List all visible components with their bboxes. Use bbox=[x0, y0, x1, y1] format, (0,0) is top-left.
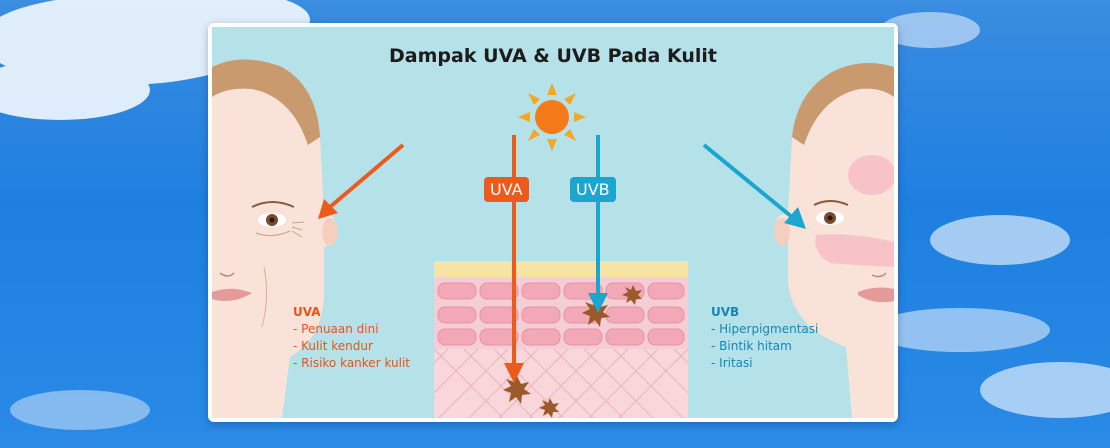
sun-icon bbox=[518, 83, 586, 151]
list-item: Kulit kendur bbox=[293, 338, 410, 355]
uva-effects-heading: UVA bbox=[293, 305, 321, 319]
list-item: Bintik hitam bbox=[711, 338, 818, 355]
uva-effects-list: UVA Penuaan dini Kulit kendur Risiko kan… bbox=[293, 304, 410, 372]
list-item: Iritasi bbox=[711, 355, 818, 372]
infographic-panel: Dampak UVA & UVB Pada Kulit UVA UVB UVA … bbox=[212, 27, 894, 418]
infographic-card: Dampak UVA & UVB Pada Kulit UVA UVB UVA … bbox=[208, 23, 898, 422]
skin-layers-diagram bbox=[433, 261, 689, 418]
uva-label: UVA bbox=[484, 177, 529, 202]
list-item: Penuaan dini bbox=[293, 321, 410, 338]
uva-arrows bbox=[318, 135, 524, 383]
uvb-effects-list: UVB Hiperpigmentasi Bintik hitam Iritasi bbox=[711, 304, 818, 372]
damage-spots bbox=[503, 285, 642, 418]
uvb-arrows bbox=[588, 135, 806, 313]
uvb-label: UVB bbox=[570, 177, 616, 202]
uvb-effects-heading: UVB bbox=[711, 305, 740, 319]
list-item: Risiko kanker kulit bbox=[293, 355, 410, 372]
page-title: Dampak UVA & UVB Pada Kulit bbox=[389, 45, 717, 67]
right-face-pigmentation bbox=[774, 63, 894, 418]
list-item: Hiperpigmentasi bbox=[711, 321, 818, 338]
